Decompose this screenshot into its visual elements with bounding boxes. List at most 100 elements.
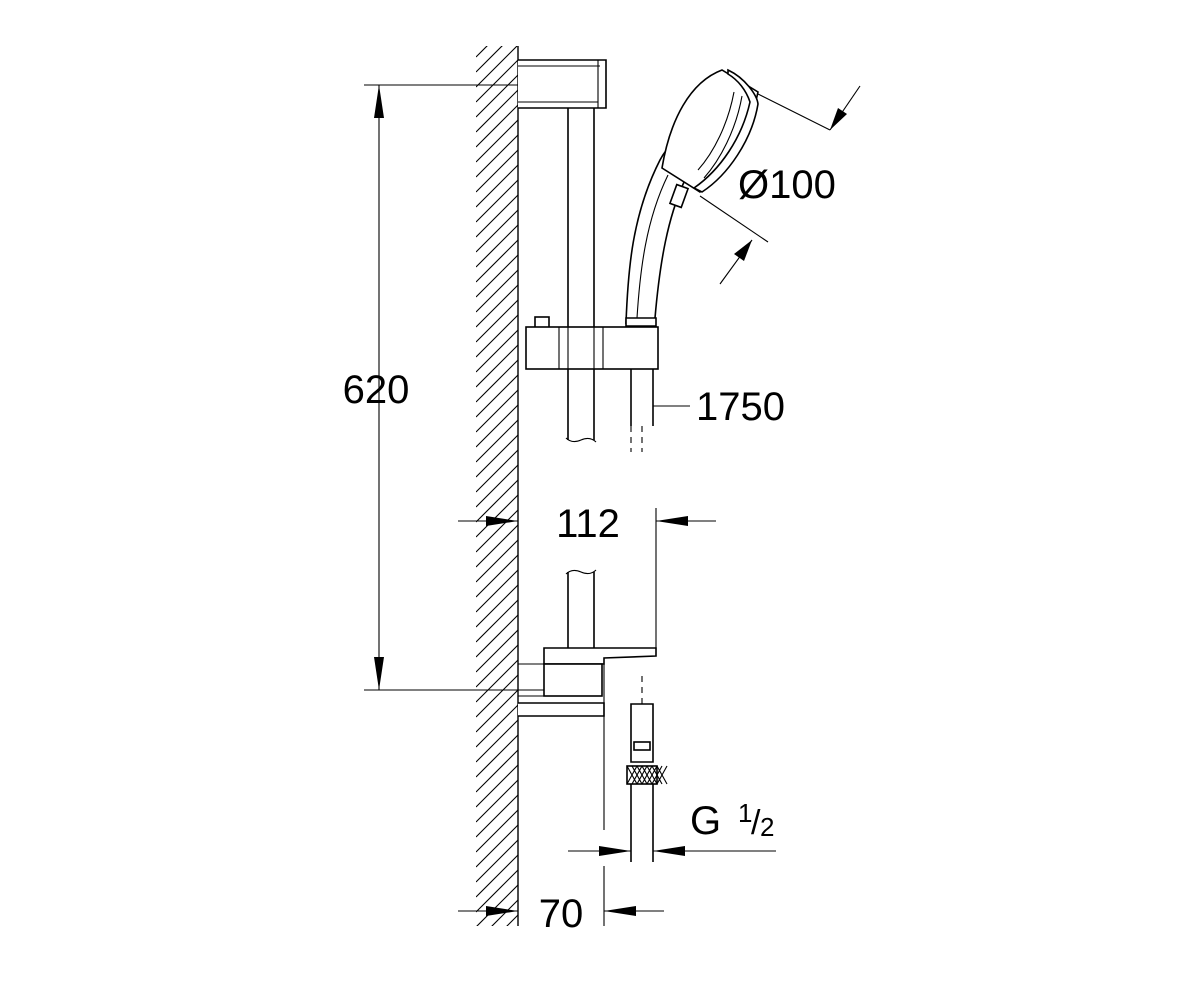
hatch-line: [476, 0, 518, 42]
shower-head-face: [692, 68, 759, 193]
hatch-line: [476, 539, 518, 583]
hatch-line: [476, 704, 518, 748]
hatch-line: [476, 389, 518, 433]
hatch-line: [476, 689, 518, 733]
hatch-line: [476, 46, 503, 73]
hatch-line: [476, 569, 518, 613]
wall-hatching: [476, 0, 518, 1000]
hatch-line: [476, 224, 518, 268]
hatch-line: [476, 59, 518, 103]
knurl-line: [636, 765, 648, 785]
hatch-line: [476, 46, 488, 58]
top-wall-bracket: [518, 59, 607, 109]
hose-cone: [630, 703, 654, 763]
shower-rail-upper: [565, 108, 597, 443]
hatch-line: [476, 734, 518, 778]
hatch-line: [476, 329, 518, 373]
hatch-line: [476, 194, 518, 238]
hatch-line: [476, 554, 518, 598]
hatch-line: [476, 299, 518, 343]
hatch-line: [476, 779, 518, 823]
arrow-down: [374, 657, 384, 690]
nut-knurling: [626, 765, 668, 785]
hatch-line: [476, 809, 518, 853]
shower-rail-lower: [565, 569, 597, 650]
hatch-line: [476, 839, 518, 883]
hatch-line: [476, 404, 518, 448]
hatch-line: [476, 374, 518, 418]
hatch-line: [476, 930, 518, 972]
hatch-line: [476, 239, 518, 283]
hatch-line: [476, 509, 518, 553]
slider-holder: [525, 316, 659, 370]
hose-lower: [626, 676, 668, 862]
hatch-line: [476, 614, 518, 658]
hatch-line: [476, 494, 518, 538]
thread-numerator: 1: [738, 798, 752, 828]
height-label: 620: [343, 368, 410, 412]
wall: [476, 0, 519, 1000]
diameter-dimension: Ø100: [699, 85, 861, 285]
height-dimension: 620: [343, 84, 590, 691]
hatch-line: [491, 899, 518, 926]
knurl-line: [631, 765, 643, 785]
arrow-up: [374, 85, 384, 118]
hatch-line: [476, 629, 518, 673]
hatch-line: [476, 119, 518, 163]
handle-end-cap: [625, 317, 657, 327]
knurl-line: [656, 765, 668, 785]
hatch-line: [476, 644, 518, 688]
hatch-line: [476, 344, 518, 388]
hatch-line: [476, 824, 518, 868]
hatch-line: [476, 269, 518, 313]
hatch-line: [476, 284, 518, 328]
hatch-line: [476, 599, 518, 643]
offset-label: 70: [539, 892, 584, 936]
hatch-line: [476, 449, 518, 493]
slider-body: [525, 326, 659, 370]
hatch-line: [476, 74, 518, 118]
diameter-extension-bottom: [699, 195, 769, 243]
hatch-line: [476, 674, 518, 718]
soap-dish: [543, 647, 657, 665]
hatch-line: [476, 584, 518, 628]
hand-shower: [625, 68, 759, 327]
depth-dimension: 112: [458, 502, 716, 650]
diameter-extension-top: [757, 93, 831, 131]
hatch-line: [476, 359, 518, 403]
flow-switch: [668, 183, 690, 209]
thread-slash: /: [751, 804, 761, 842]
top-bracket-body: [518, 59, 607, 109]
hose-upper: 1750: [630, 369, 785, 452]
hatch-line: [476, 749, 518, 793]
hatch-line: [476, 104, 518, 148]
hatch-line: [476, 524, 518, 568]
hatch-line: [476, 659, 518, 703]
hatch-line: [476, 945, 518, 987]
thread-denominator: 2: [760, 812, 774, 842]
rail-break-lower: [565, 569, 597, 575]
lower-bracket: [518, 647, 657, 830]
hatch-line: [476, 884, 518, 926]
hatch-line: [476, 854, 518, 898]
lower-bracket-block: [543, 663, 603, 697]
hatch-line: [476, 764, 518, 808]
thread-dimension: G 1 / 2: [568, 798, 776, 856]
hatch-line: [476, 89, 518, 133]
diameter-arrow-bottom: [734, 240, 752, 261]
hatch-line: [476, 134, 518, 178]
hatch-line: [476, 254, 518, 298]
knurl-line: [646, 765, 658, 785]
rail-break-upper: [565, 437, 597, 443]
rail-sides-upper: [567, 108, 595, 440]
hatch-line: [476, 419, 518, 463]
thread-g-label: G: [690, 799, 721, 843]
hatch-line: [476, 719, 518, 763]
hatch-line: [476, 975, 518, 1000]
hatch-line: [476, 869, 518, 913]
diameter-label: Ø100: [738, 163, 836, 207]
depth-label: 112: [556, 502, 620, 546]
hatch-line: [476, 314, 518, 358]
hose-length-label: 1750: [696, 385, 785, 429]
